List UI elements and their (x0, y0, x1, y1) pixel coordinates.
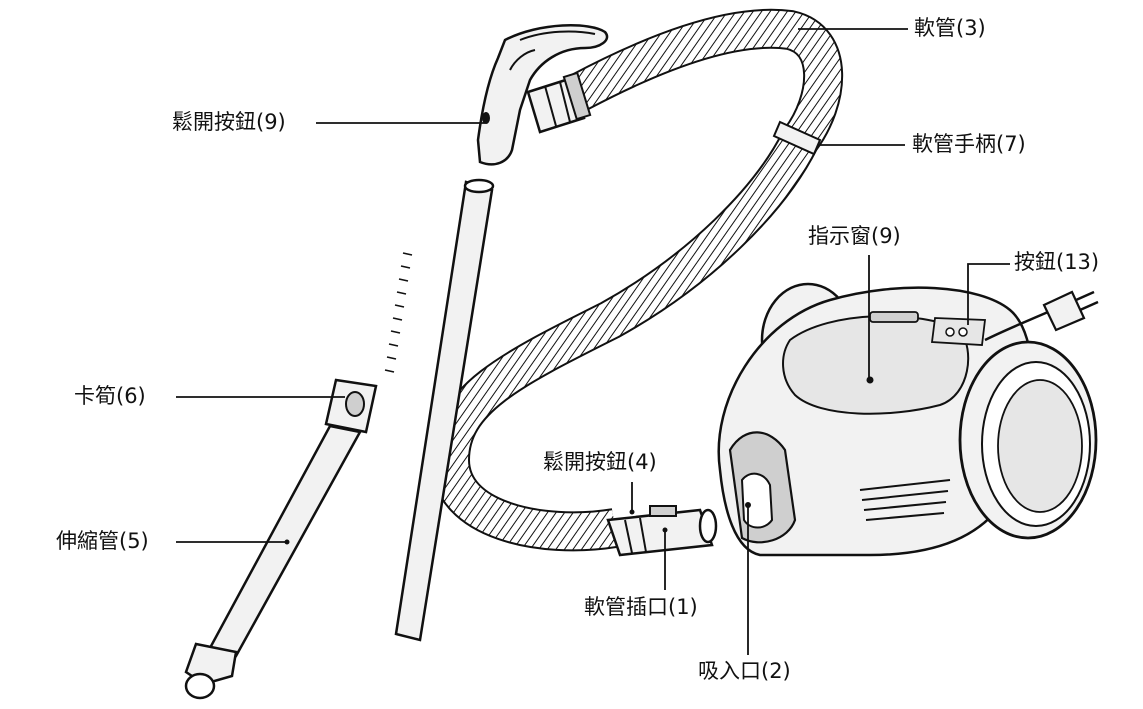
label-button: 按鈕(13) (1014, 250, 1100, 274)
label-hose: 軟管(3) (914, 16, 986, 40)
label-suction-inlet: 吸入口(2) (698, 659, 791, 683)
leader-button (967, 263, 1010, 325)
plug-icon (1042, 290, 1099, 332)
label-hose-socket: 軟管插口(1) (584, 595, 698, 619)
label-release-button-bottom: 鬆開按鈕(4) (543, 450, 657, 474)
flexible-hose (429, 8, 844, 552)
vacuum-body (717, 282, 1098, 557)
leader-lines (176, 28, 1010, 655)
label-indicator-window: 指示窗(9) (808, 224, 901, 248)
hose-handle-band (772, 120, 822, 156)
extension-tube (184, 178, 495, 700)
label-extension-tube: 伸縮管(5) (56, 529, 149, 553)
label-hose-handle: 軟管手柄(7) (912, 132, 1026, 156)
hose-socket-connector (606, 505, 718, 557)
hose-grip-handle (476, 24, 609, 166)
label-release-button-top: 鬆開按鈕(9) (172, 110, 286, 134)
label-clip: 卡筍(6) (74, 384, 146, 408)
